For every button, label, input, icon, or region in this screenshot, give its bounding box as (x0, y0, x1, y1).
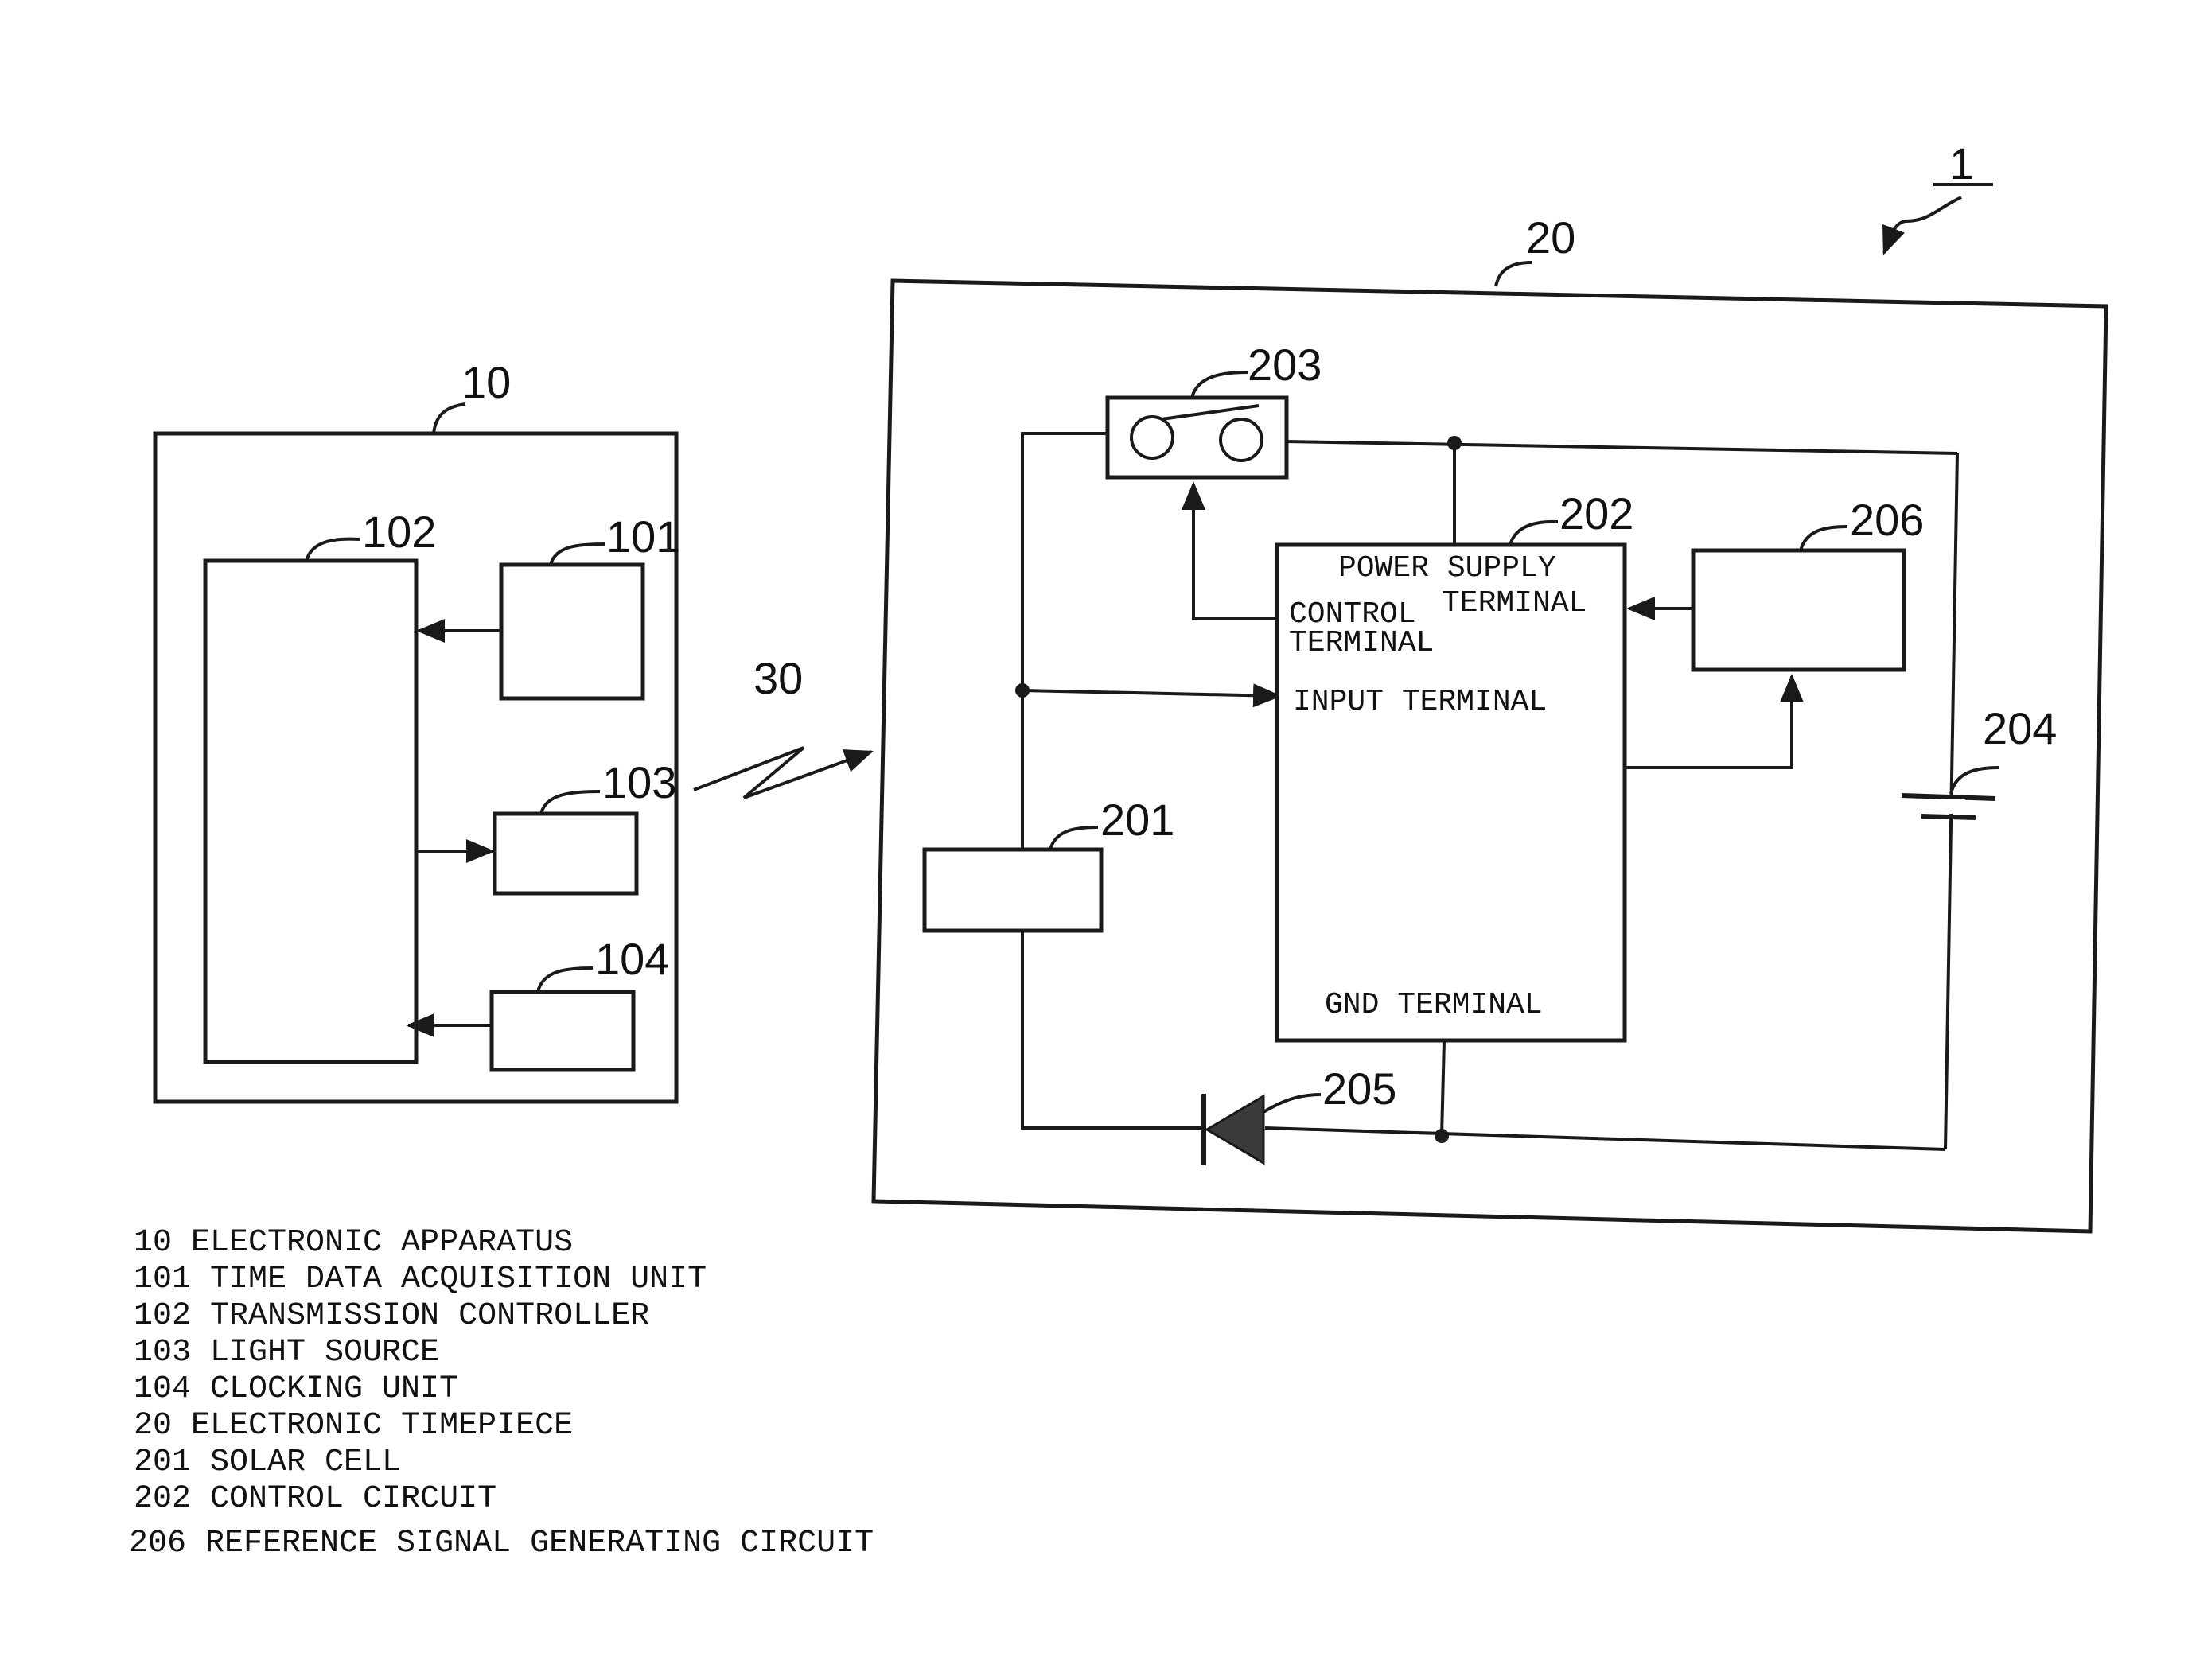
optical-link-ref: 30 (753, 653, 803, 703)
clocking-unit-block (492, 992, 633, 1070)
solar-cell-leader (1050, 827, 1098, 850)
light-source-leader (541, 791, 600, 814)
solar-cell-block (925, 850, 1101, 931)
light-source-ref: 103 (602, 757, 676, 807)
reference-signal-leader (1801, 527, 1847, 550)
arrow-node-to-input-terminal (1022, 690, 1279, 696)
arrow-202-to-206 (1625, 676, 1792, 768)
battery-ref: 204 (1983, 703, 2057, 753)
legend-line: 101 TIME DATA ACQUISITION UNIT (134, 1262, 707, 1297)
control-terminal-label-line2: TERMINAL (1289, 626, 1434, 660)
switch-ref: 203 (1248, 340, 1322, 390)
wire-bottom-right (1265, 1128, 1945, 1149)
system-ref-leader (1884, 197, 1961, 253)
legend-line: 206 REFERENCE SIGNAL GENERATING CIRCUIT (129, 1526, 874, 1561)
power-supply-terminal-label-line1: POWER SUPPLY (1338, 551, 1556, 585)
switch-leader (1192, 372, 1248, 398)
clocking-unit-leader (538, 968, 593, 992)
system-ref-label: 1 (1949, 138, 1974, 189)
battery-plate-short (1921, 816, 1976, 818)
timepiece-ref-label: 20 (1526, 212, 1575, 262)
diode-leader (1263, 1095, 1321, 1112)
timepiece-ref-leader (1496, 262, 1532, 286)
junction-bottom (1435, 1129, 1449, 1143)
time-data-acquisition-block (501, 565, 643, 698)
junction-top (1447, 436, 1462, 450)
time-data-acquisition-ref: 101 (606, 511, 680, 562)
legend-line: 202 CONTROL CIRCUIT (134, 1481, 496, 1517)
legend-line: 10 ELECTRONIC APPARATUS (134, 1225, 573, 1261)
arrow-control-terminal-to-switch (1193, 484, 1281, 619)
optical-link-signal (694, 748, 871, 798)
legend-line: 103 LIGHT SOURCE (134, 1335, 439, 1371)
light-source-block (495, 814, 637, 893)
wire-switch-to-node (1287, 441, 1957, 453)
reference-signal-ref: 206 (1850, 495, 1924, 545)
legend-line: 102 TRANSMISSION CONTROLLER (134, 1298, 649, 1334)
wire-left-rail (1022, 434, 1201, 1128)
apparatus-ref-label: 10 (461, 357, 511, 407)
transmission-controller-ref: 102 (362, 507, 436, 557)
solar-cell-ref: 201 (1100, 795, 1174, 845)
transmission-controller-block (205, 561, 416, 1062)
gnd-terminal-label: GND TERMINAL (1325, 988, 1543, 1022)
wire-gnd-terminal-to-node (1442, 1040, 1444, 1136)
transmission-controller-leader (306, 539, 360, 561)
control-circuit-ref: 202 (1559, 488, 1633, 539)
diode-ref: 205 (1322, 1064, 1396, 1114)
power-supply-terminal-label-line2: TERMINAL (1442, 586, 1587, 620)
diode-symbol (1207, 1096, 1263, 1163)
input-terminal-label: INPUT TERMINAL (1293, 685, 1547, 719)
battery-gap-mask (1941, 799, 1965, 814)
battery-leader (1951, 768, 1999, 794)
time-data-acquisition-leader (551, 544, 605, 565)
legend: 10 ELECTRONIC APPARATUS 101 TIME DATA AC… (129, 1225, 874, 1561)
switch-block (1108, 398, 1287, 477)
legend-line: 20 ELECTRONIC TIMEPIECE (134, 1408, 573, 1444)
battery-plate-long (1902, 795, 1995, 799)
clocking-unit-ref: 104 (595, 934, 669, 984)
reference-signal-block (1693, 550, 1904, 670)
legend-line: 201 SOLAR CELL (134, 1445, 401, 1480)
junction-left (1015, 683, 1030, 698)
control-circuit-leader (1510, 522, 1558, 545)
apparatus-ref-leader (434, 404, 465, 434)
legend-line: 104 CLOCKING UNIT (134, 1371, 458, 1407)
